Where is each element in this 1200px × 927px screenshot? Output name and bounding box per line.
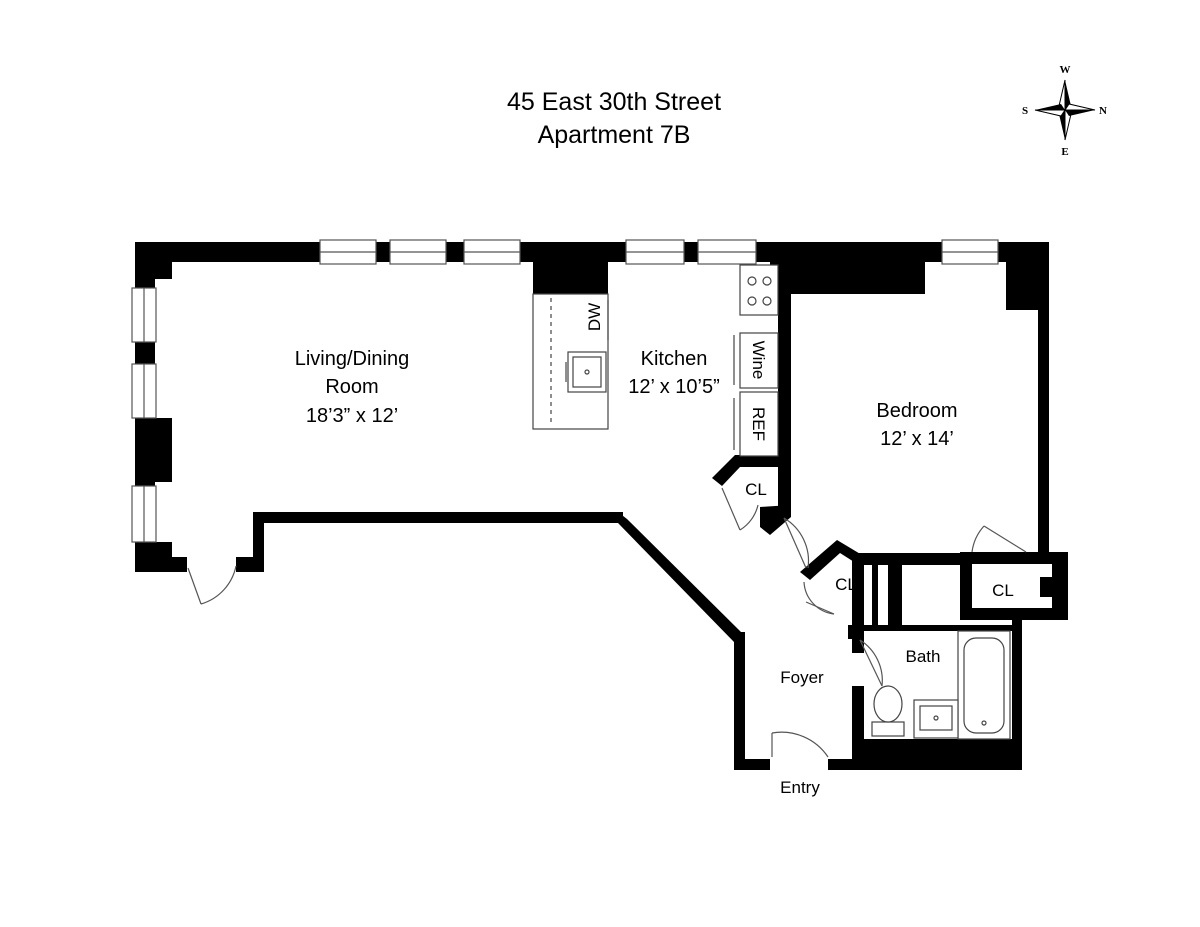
address-title: 45 East 30th Street — [507, 88, 721, 116]
wine-label: Wine — [749, 341, 768, 380]
unit-title: Apartment 7B — [538, 121, 691, 149]
living-room-label-line1: Living/Dining — [295, 348, 410, 370]
sink-icon — [567, 351, 607, 393]
compass-east-label: E — [1061, 146, 1068, 158]
foyer-closet-label: CL — [835, 575, 857, 594]
cooktop-icon — [739, 264, 779, 316]
compass-west-label: W — [1060, 64, 1071, 76]
living-room-label-line2: Room — [325, 376, 378, 398]
bathtub-icon — [957, 630, 1011, 740]
compass-rose-icon: W N E S — [1022, 64, 1107, 158]
dishwasher-label: DW — [585, 303, 604, 331]
wine-fridge — [739, 332, 779, 389]
compass-south-label: S — [1022, 105, 1028, 117]
windows — [131, 239, 999, 543]
kitchen-label: Kitchen — [641, 348, 708, 370]
kitchen-dimensions: 12’ x 10’5” — [628, 376, 720, 398]
entry-label: Entry — [780, 778, 820, 797]
compass-north-label: N — [1099, 105, 1107, 117]
bath-label: Bath — [906, 647, 941, 666]
kitchen-closet-label: CL — [745, 480, 767, 499]
bedroom-closet-label: CL — [992, 581, 1014, 600]
kitchen-fixtures — [532, 264, 779, 457]
living-room-dimensions: 18’3” x 12’ — [306, 405, 398, 427]
refrigerator-label: REF — [749, 407, 768, 441]
toilet-icon — [871, 721, 905, 737]
bedroom-label: Bedroom — [876, 400, 957, 422]
doors — [187, 487, 1027, 758]
bedroom-dimensions: 12’ x 14’ — [880, 428, 954, 450]
refrigerator — [739, 391, 779, 457]
foyer-label: Foyer — [780, 668, 824, 687]
bath-fixtures — [871, 630, 1011, 740]
